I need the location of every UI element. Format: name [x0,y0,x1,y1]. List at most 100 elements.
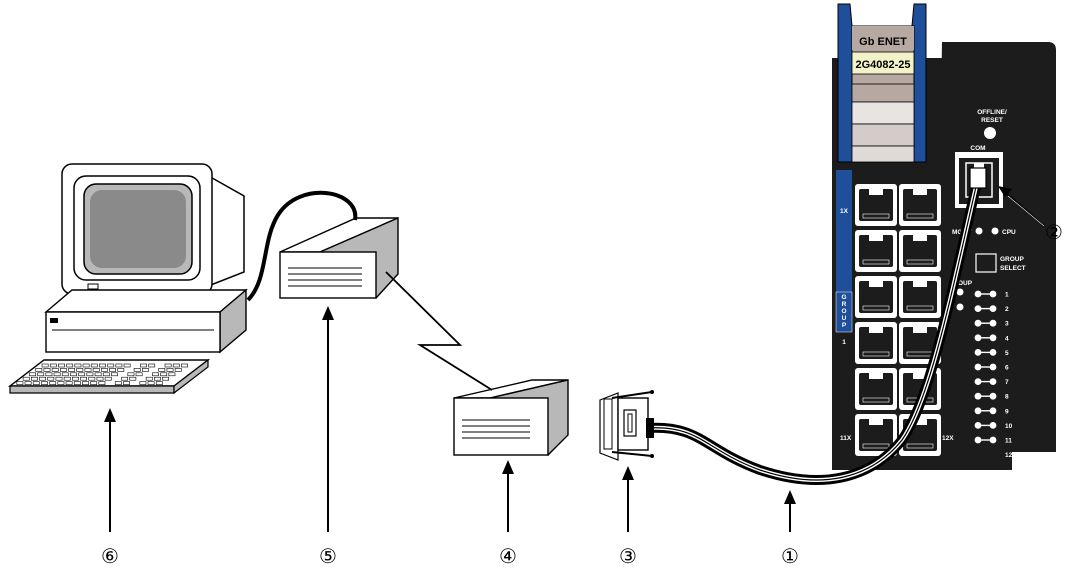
keyboard-key [82,381,89,385]
keyboard-key [82,363,90,368]
keyboard-key [155,381,163,385]
offline-reset-label-1: OFFLINE/ [977,109,1007,116]
keyboard-key [114,381,122,385]
callout-2: ② [1045,220,1063,244]
port-led-number: 12 [1005,452,1013,459]
keyboard-key [92,368,100,372]
keyboard-key [174,368,182,372]
keyboard-key [58,363,65,368]
switch-module: Gb ENET 2G4082-25 1X G R O U P 1 11X 12X… [832,3,1056,470]
keyboard-key [22,376,30,381]
mgmt-led [975,227,983,235]
port-led: 11 [974,436,1012,445]
group-number: 1 [842,339,846,346]
keyboard-key [59,368,67,372]
cpu-label: CPU [1002,229,1016,236]
keyboard-key [78,372,86,377]
group-label-partial: OUP [958,280,973,287]
keyboard-key [76,368,84,372]
keyboard-key [32,381,40,385]
rj45-port [899,184,941,226]
callout-3: ③ [619,544,637,568]
port-led-number: 6 [1005,365,1009,372]
keyboard-key [80,376,87,381]
rj45-port-grid [855,184,941,456]
keyboard-key [24,381,32,385]
callout-5: ⑤ [319,544,337,568]
keyboard-key [166,368,174,372]
modem-right [453,379,569,456]
group-letter-u: U [842,315,847,322]
keyboard-key [35,368,43,372]
keyboard-key [84,368,92,372]
keyboard-key [74,363,82,368]
group-letter-p: P [842,322,847,329]
serial-cable [643,167,987,485]
group-led-1 [956,288,964,296]
offline-reset-label-2: RESET [981,117,1003,124]
keyboard-key [88,376,96,381]
keyboard-key [98,381,106,385]
offline-reset-button[interactable] [984,127,996,139]
port-led-number: 9 [1005,408,1009,415]
keyboard-key [29,372,36,377]
keyboard-key [123,363,131,368]
rj45-port [855,414,897,456]
db25-adapter [599,390,654,461]
rj45-port [855,276,897,318]
keyboard-key [16,381,24,385]
keyboard-key [107,363,115,368]
keyboard-key [45,372,53,377]
rj45-port [855,230,897,272]
port-led-number: 11 [1005,438,1012,445]
keyboard-key [101,368,108,372]
group-letter-o: O [841,308,846,315]
port-led: 8 [974,392,1009,401]
cpu-led [991,227,999,235]
keyboard-key [139,381,147,385]
keyboard-keys [16,363,188,385]
keyboard-key [145,376,153,381]
port-led-number: 1 [1005,292,1009,299]
port-led: 9 [974,407,1009,415]
port-11x-label: 11X [840,435,852,442]
keyboard-key [51,368,59,372]
keyboard-key [109,368,116,372]
keyboard-key [168,372,176,377]
com-label: COM [970,145,985,152]
vertical-group-label: G R O U P 1 [841,294,846,346]
port-led-number: 3 [1005,321,1009,328]
keyboard-key [104,376,112,381]
keyboard-key [111,372,118,377]
keyboard-key [41,381,48,385]
phone-line [385,271,493,391]
keyboard-key [43,368,51,372]
keyboard-key [30,376,38,381]
keyboard-key [152,372,159,377]
keyboard-key [127,372,135,377]
keyboard-key [57,381,65,385]
keyboard-key [49,363,57,368]
keyboard-key [154,376,161,381]
keyboard-key [41,363,49,368]
group-select-button[interactable] [975,253,997,273]
port-led: 10 [974,422,1013,430]
rj45-port [899,230,941,272]
keyboard-key [133,368,141,372]
keyboard-key [55,376,63,381]
keyboard-key [90,363,98,368]
keyboard-key [181,363,188,368]
keyboard-key [140,363,147,368]
port-led: 2 [974,305,1009,313]
rj45-port [855,184,897,226]
port-led-number: 4 [1005,335,1009,342]
port-led: 3 [974,319,1009,328]
port-led-number: 10 [1005,423,1013,430]
keyboard-key [160,372,168,377]
rj45-port [899,276,941,318]
callout-1: ① [781,544,799,568]
callout-arrows [104,186,1045,532]
keyboard-key [72,376,79,381]
